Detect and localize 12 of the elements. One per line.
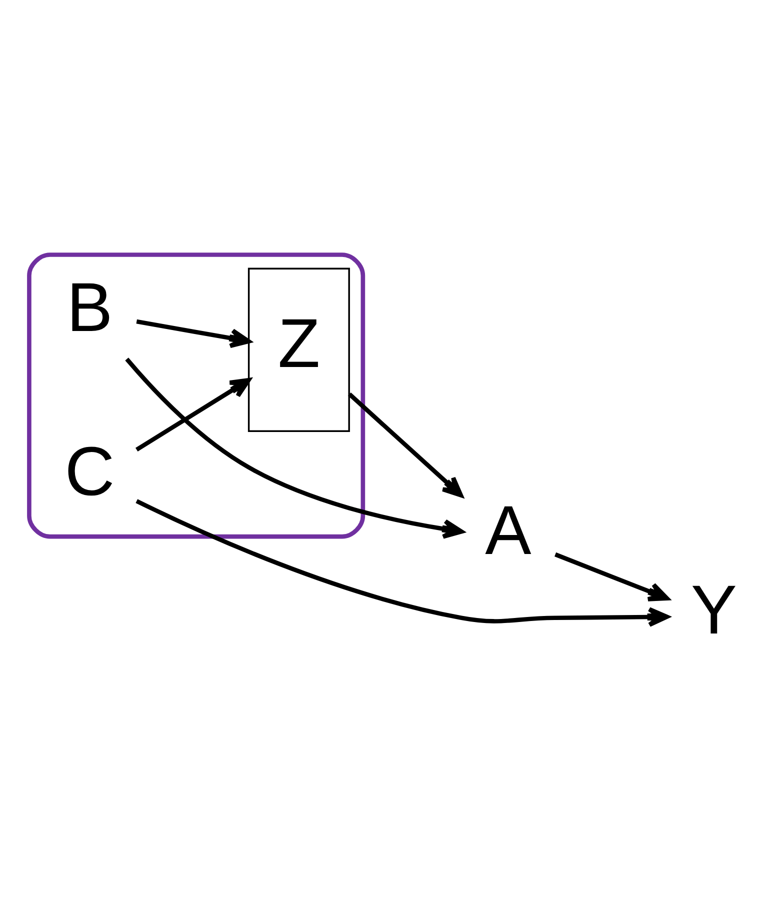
node-text: Y <box>690 570 738 648</box>
node-text: C <box>64 432 115 510</box>
node-box: Z <box>248 267 350 432</box>
arrow <box>125 357 464 538</box>
arrow <box>136 498 669 626</box>
cluster <box>27 252 366 538</box>
node-text: B <box>66 267 113 346</box>
arrow <box>135 377 251 452</box>
arrow <box>554 552 670 601</box>
arrow <box>136 318 251 348</box>
arrow <box>348 392 463 497</box>
node-text: A <box>485 490 532 568</box>
